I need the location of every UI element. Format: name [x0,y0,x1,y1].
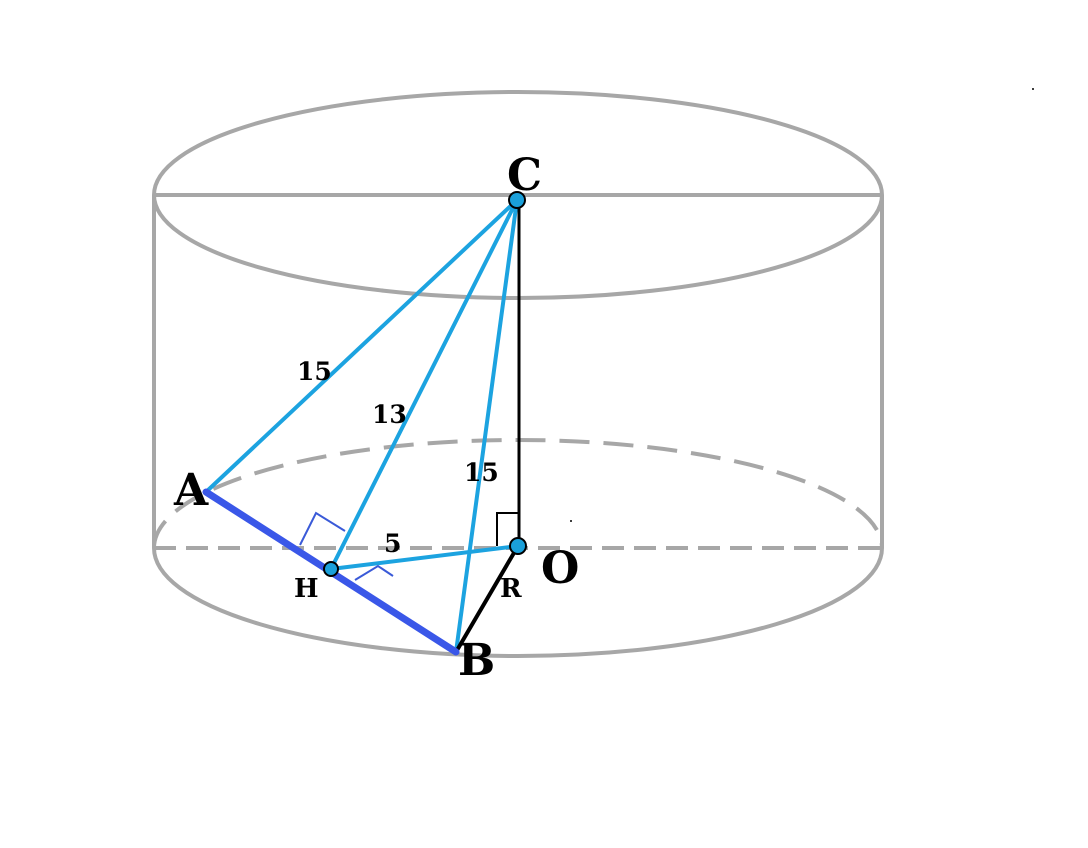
vertices [323,191,527,577]
label-R: R [500,574,522,604]
label-B: B [458,635,495,686]
label-H: H [294,574,319,604]
length-HO: 5 [384,529,401,558]
cylinder-bottom-front-arc [152,547,884,658]
length-CB: 15 [464,458,499,487]
label-O: O [541,543,579,594]
length-AC: 15 [297,357,332,386]
speck-top-right [1032,88,1034,90]
point-H [323,561,339,577]
edge-OB-radius [454,544,520,654]
pyramid-edges [202,198,521,656]
length-CH: 13 [372,400,407,429]
edge-CB [454,198,519,654]
right-angle-O-marker [496,512,519,546]
edge-CH [329,198,519,571]
speck-near-O [570,520,572,522]
right-angle-H-lower-marker [354,564,394,581]
point-C [508,191,526,209]
edge-HO [329,544,520,571]
edge-CA [204,198,519,494]
label-A: A [173,465,209,516]
label-C: C [507,150,542,201]
point-O [509,537,527,555]
right-angle-H-upper-marker [299,511,346,546]
right-angle-markers [299,511,519,581]
